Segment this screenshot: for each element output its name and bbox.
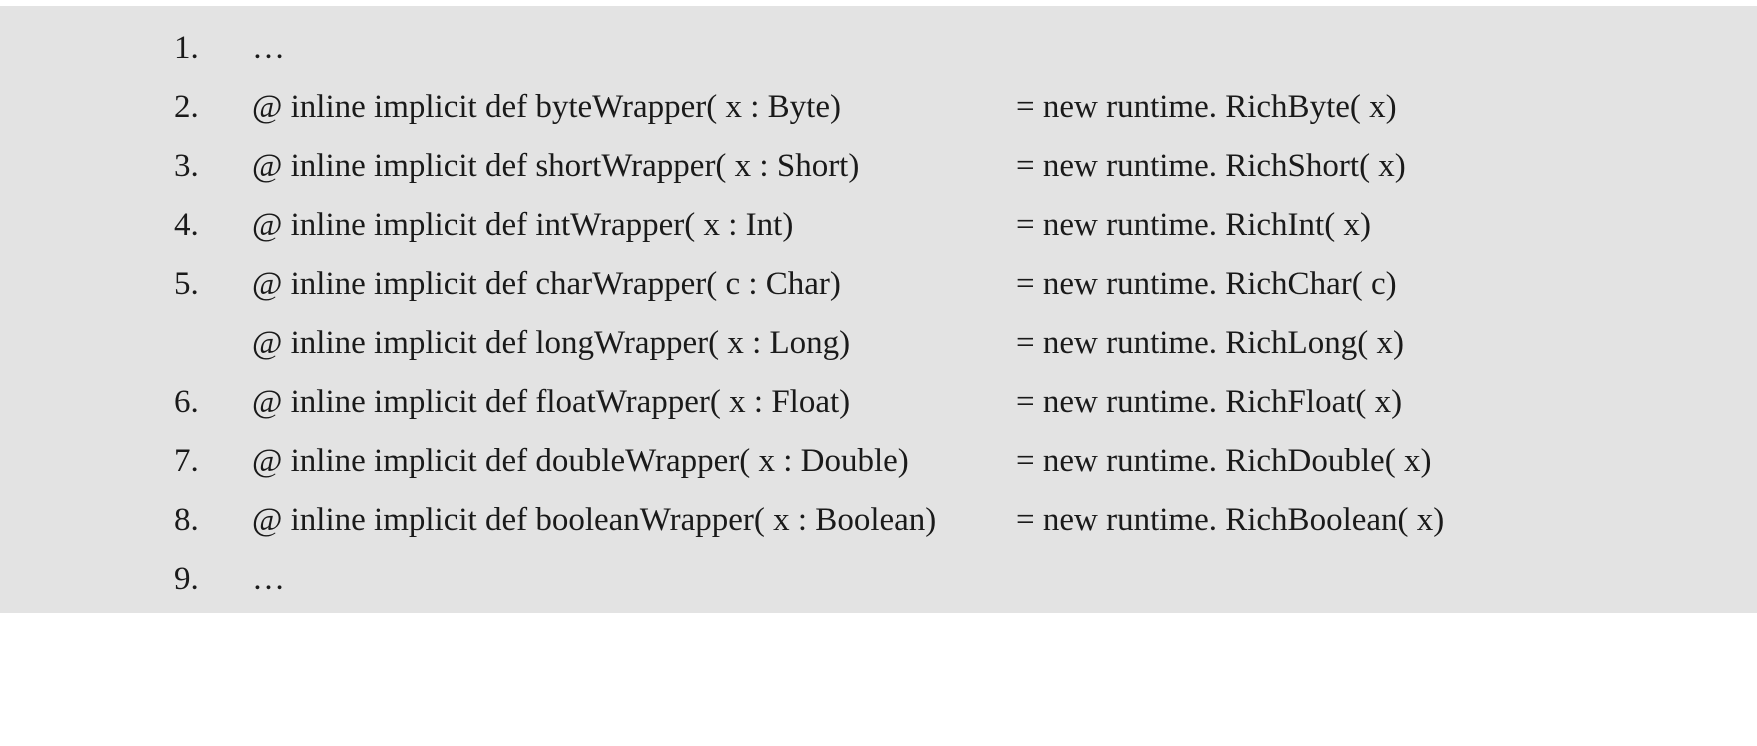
line-number: 8. bbox=[174, 502, 199, 538]
line-number: 1. bbox=[174, 30, 199, 66]
code-assignment: = new runtime. RichInt( x) bbox=[1016, 207, 1371, 243]
code-declaration: @ inline implicit def booleanWrapper( x … bbox=[252, 502, 937, 538]
line-number: 3. bbox=[174, 148, 199, 184]
code-declaration: @ inline implicit def longWrapper( x : L… bbox=[252, 325, 851, 361]
code-declaration: @ inline implicit def doubleWrapper( x :… bbox=[252, 443, 909, 479]
line-number: 7. bbox=[174, 443, 199, 479]
code-assignment: = new runtime. RichByte( x) bbox=[1016, 89, 1397, 125]
code-line: 9. … bbox=[0, 561, 1757, 620]
code-declaration: @ inline implicit def floatWrapper( x : … bbox=[252, 384, 851, 420]
code-assignment: = new runtime. RichChar( c) bbox=[1016, 266, 1397, 302]
code-assignment: = new runtime. RichBoolean( x) bbox=[1016, 502, 1445, 538]
code-declaration: @ inline implicit def shortWrapper( x : … bbox=[252, 148, 860, 184]
code-line: 7. @ inline implicit def doubleWrapper( … bbox=[0, 443, 1757, 502]
code-line: 3. @ inline implicit def shortWrapper( x… bbox=[0, 148, 1757, 207]
code-line: 5. @ inline implicit def charWrapper( c … bbox=[0, 266, 1757, 325]
code-declaration: @ inline implicit def byteWrapper( x : B… bbox=[252, 89, 841, 125]
code-line: 1. … bbox=[0, 30, 1757, 89]
code-assignment: = new runtime. RichLong( x) bbox=[1016, 325, 1404, 361]
code-line: 4. @ inline implicit def intWrapper( x :… bbox=[0, 207, 1757, 266]
code-line: 8. @ inline implicit def booleanWrapper(… bbox=[0, 502, 1757, 561]
code-declaration: @ inline implicit def charWrapper( c : C… bbox=[252, 266, 841, 302]
line-number: 6. bbox=[174, 384, 199, 420]
code-assignment: = new runtime. RichShort( x) bbox=[1016, 148, 1406, 184]
code-declaration: @ inline implicit def intWrapper( x : In… bbox=[252, 207, 794, 243]
code-declaration: … bbox=[252, 561, 285, 597]
code-listing: 1. … 2. @ inline implicit def byteWrappe… bbox=[0, 6, 1757, 613]
code-line: @ inline implicit def longWrapper( x : L… bbox=[0, 325, 1757, 384]
code-line: 6. @ inline implicit def floatWrapper( x… bbox=[0, 384, 1757, 443]
line-number: 2. bbox=[174, 89, 199, 125]
line-number: 5. bbox=[174, 266, 199, 302]
code-line: 2. @ inline implicit def byteWrapper( x … bbox=[0, 89, 1757, 148]
line-number: 9. bbox=[174, 561, 199, 597]
code-assignment: = new runtime. RichDouble( x) bbox=[1016, 443, 1432, 479]
code-assignment: = new runtime. RichFloat( x) bbox=[1016, 384, 1403, 420]
code-declaration: … bbox=[252, 30, 285, 66]
line-number: 4. bbox=[174, 207, 199, 243]
